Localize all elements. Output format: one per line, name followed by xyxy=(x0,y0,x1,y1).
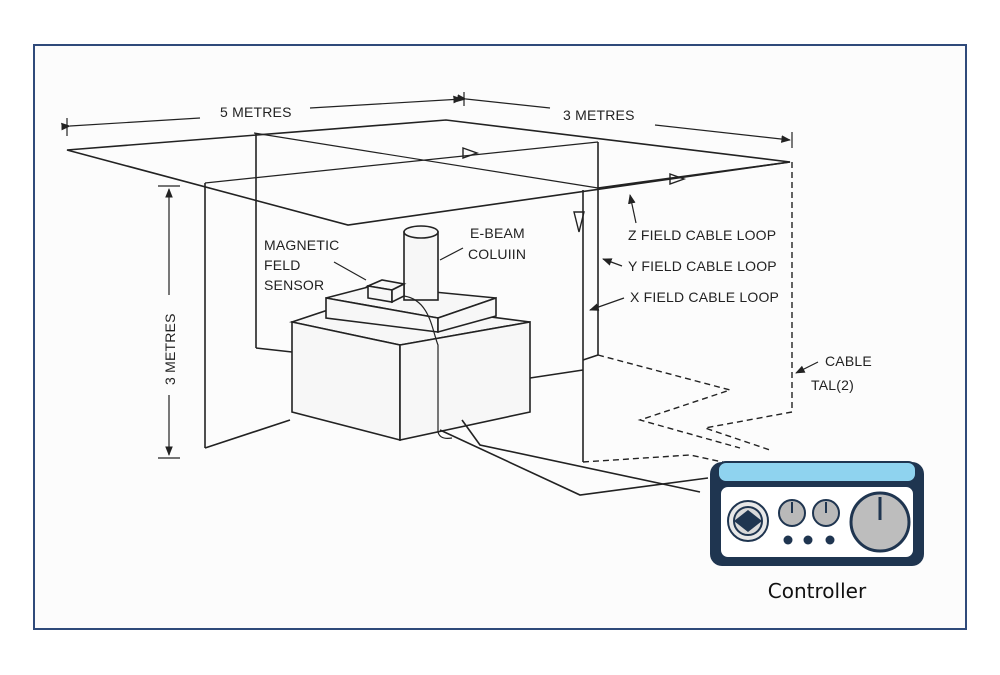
x-loop-label: X FIELD CABLE LOOP xyxy=(630,289,779,305)
connector-knob-icon xyxy=(727,500,769,542)
cable-label-2: TAL(2) xyxy=(811,377,854,393)
column-label-2: COLUIIN xyxy=(468,246,526,262)
z-field-loop-dashed xyxy=(582,162,793,471)
down-arrow-icon xyxy=(573,211,585,233)
dim-5m-label: 5 METRES xyxy=(220,104,292,120)
sensor-label-3: SENSOR xyxy=(264,277,324,293)
dimension-3m-height xyxy=(158,185,180,459)
indicator-dot-1-icon xyxy=(783,535,793,545)
small-knob-2-icon xyxy=(812,499,840,527)
indicator-dot-3-icon xyxy=(825,535,835,545)
column-label-1: E-BEAM xyxy=(470,225,525,241)
dimension-3m-width xyxy=(457,94,793,148)
large-knob-icon xyxy=(849,491,911,553)
controller-label: Controller xyxy=(768,579,867,603)
y-loop-label: Y FIELD CABLE LOOP xyxy=(628,258,777,274)
dim-3m-width-label: 3 METRES xyxy=(563,107,635,123)
top-arrow-1-icon xyxy=(462,147,480,159)
sensor-label-2: FELD xyxy=(264,257,301,273)
z-loop-label: Z FIELD CABLE LOOP xyxy=(628,227,776,243)
top-plane xyxy=(66,119,791,226)
controller-unit xyxy=(710,461,924,566)
x-field-loop xyxy=(204,183,584,462)
equipment-block xyxy=(288,285,531,442)
top-arrow-2-icon xyxy=(669,173,687,185)
y-field-loop xyxy=(255,133,599,361)
indicator-dot-2-icon xyxy=(803,535,813,545)
cable-label-1: CABLE xyxy=(825,353,872,369)
dim-3m-height-label: 3 METRES xyxy=(162,313,178,385)
sensor-cable xyxy=(403,295,709,496)
small-knob-1-icon xyxy=(778,499,806,527)
sensor-label-1: MAGNETIC xyxy=(264,237,340,253)
magnetic-field-sensor xyxy=(365,279,407,304)
e-beam-column xyxy=(403,225,439,301)
